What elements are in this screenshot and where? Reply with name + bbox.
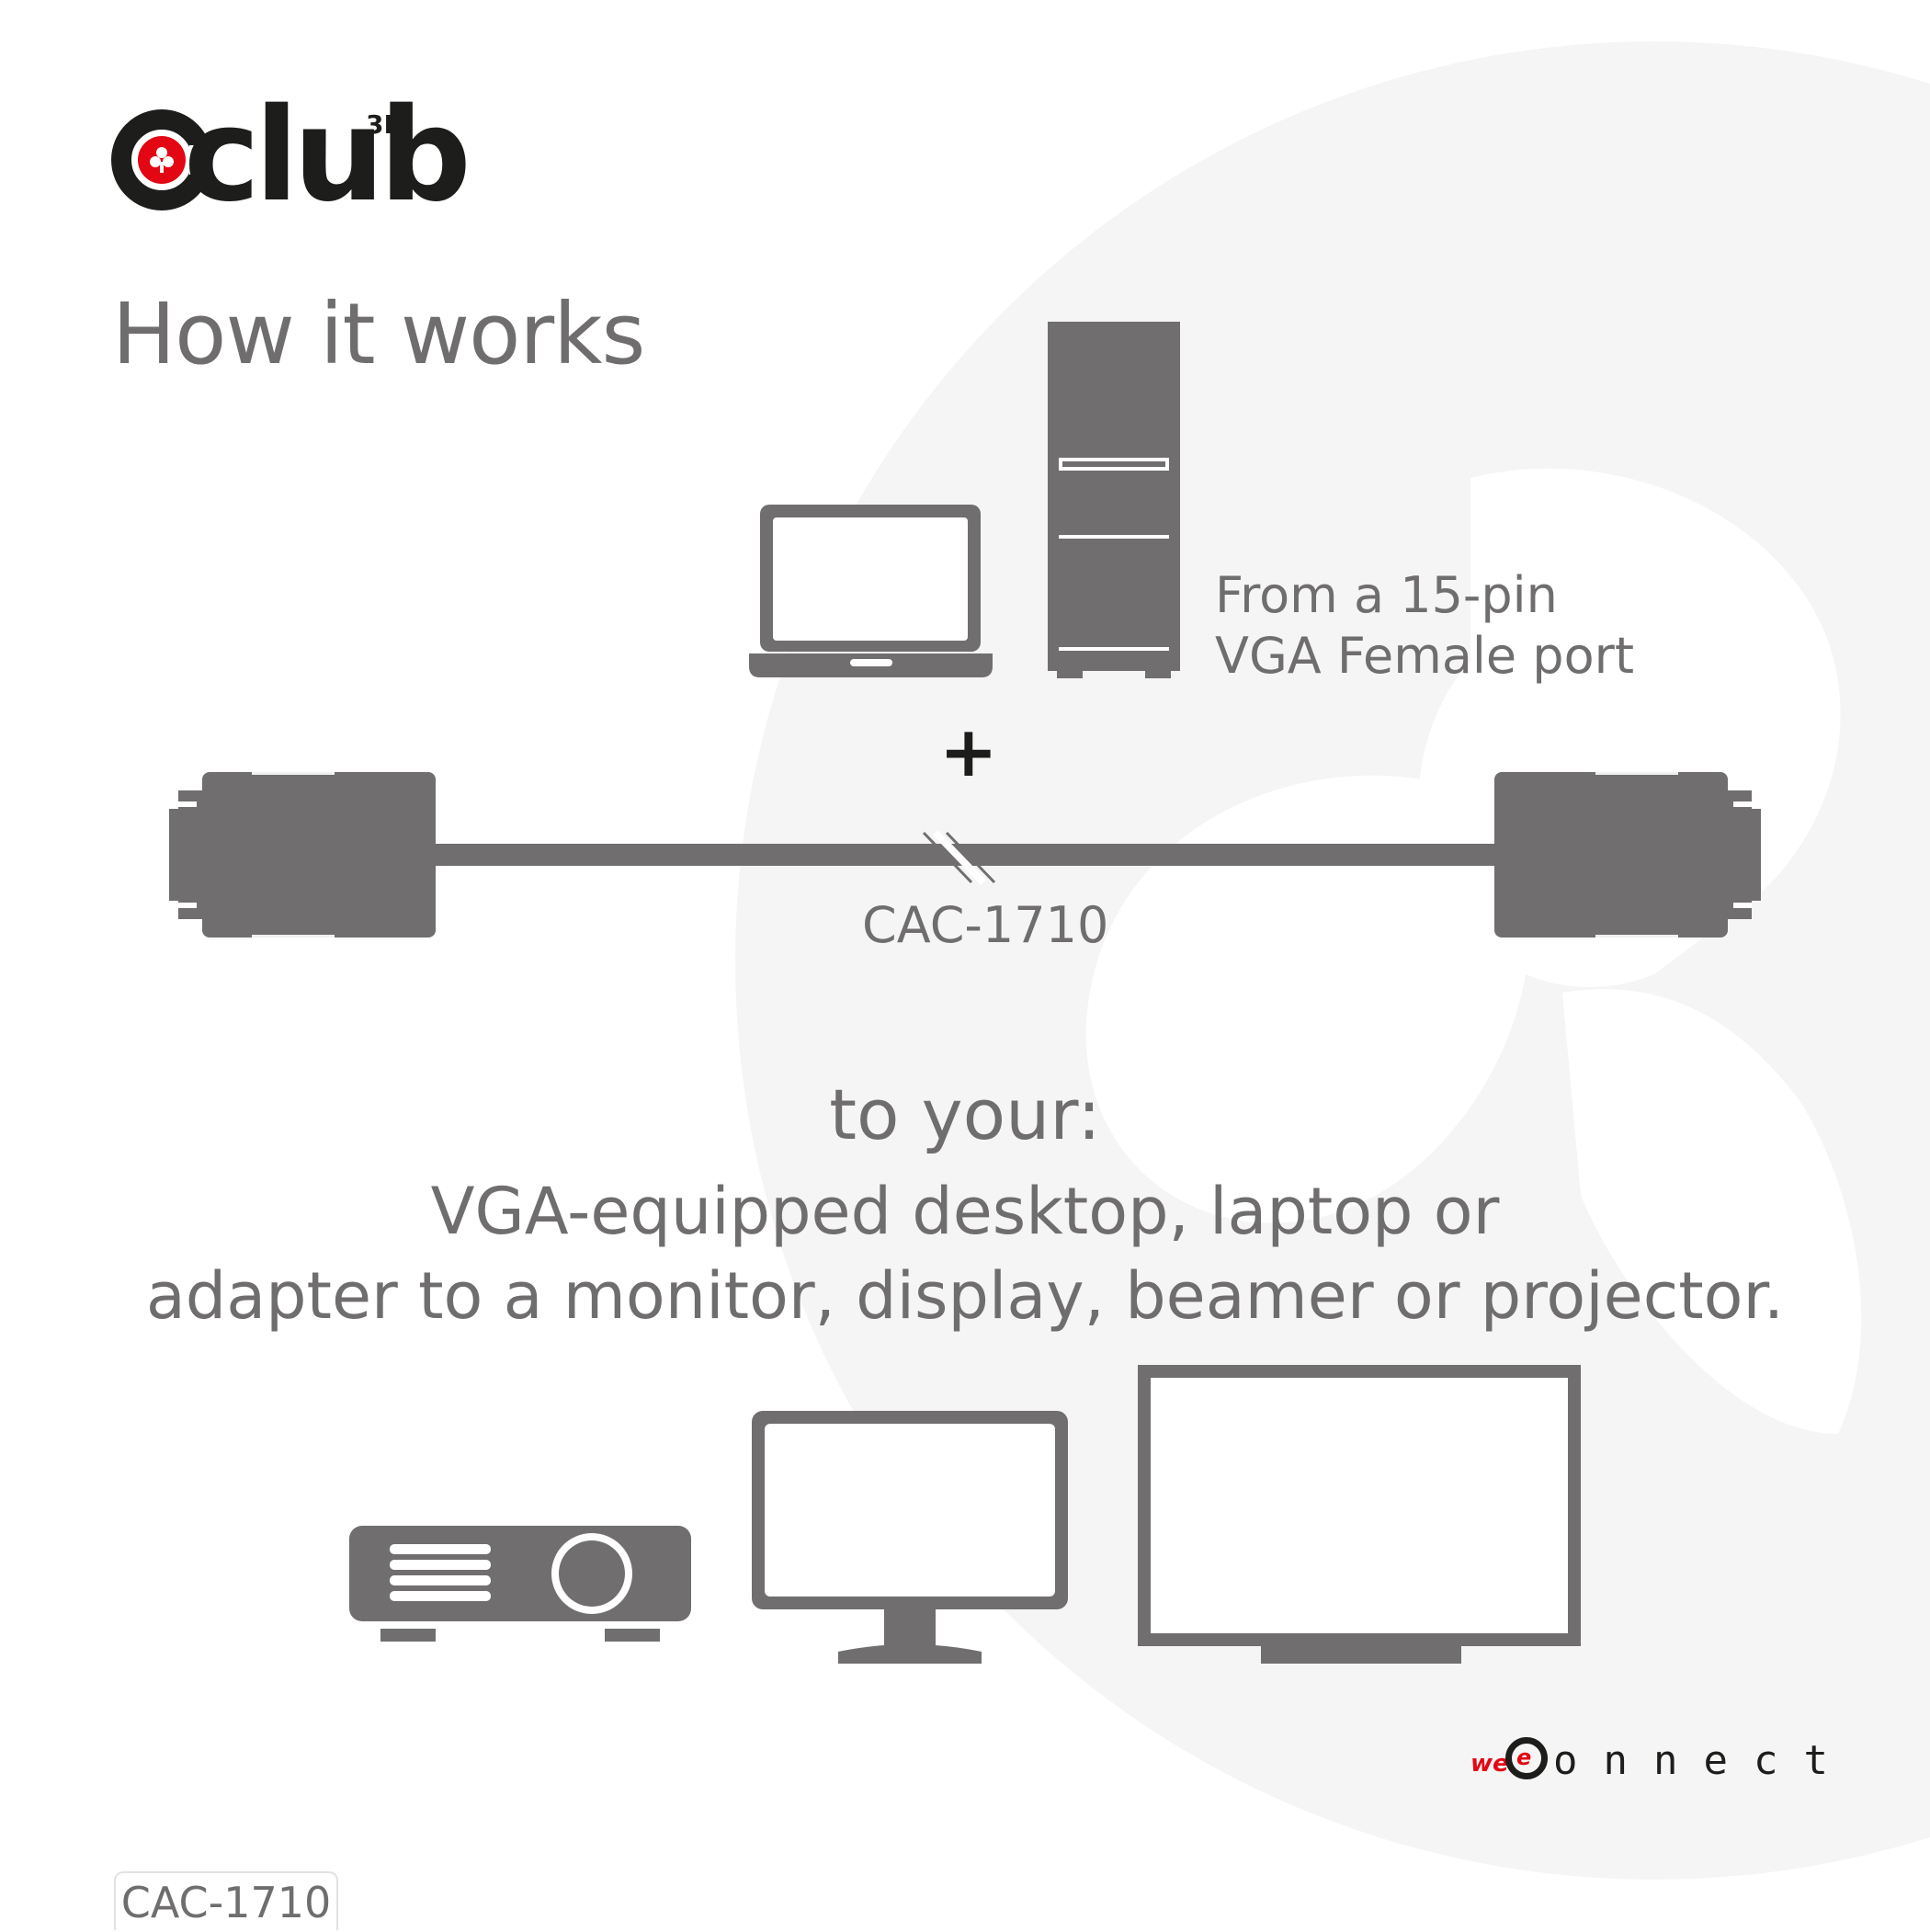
vga-connector-icon	[169, 772, 436, 938]
monitor-icon	[752, 1411, 1068, 1664]
weconnect-wordmark: onnect	[1553, 1737, 1854, 1784]
desktop-tower-icon	[1048, 322, 1180, 678]
page-title: How it works	[112, 285, 645, 383]
target-line-1: VGA-equipped desktop, laptop or	[430, 1174, 1500, 1249]
vga-connector-icon-right	[1494, 772, 1761, 938]
weconnect-c-inner: e	[1516, 1744, 1532, 1770]
target-description: VGA-equipped desktop, laptop or adapter …	[0, 1169, 1930, 1338]
target-line-2: adapter to a monitor, display, beamer or…	[145, 1258, 1785, 1334]
sku-tab: CAC-1710	[114, 1871, 338, 1930]
projector-icon	[349, 1526, 691, 1642]
vga-cable-diagram	[169, 772, 1761, 938]
tv-icon	[1138, 1365, 1581, 1664]
plus-sign: +	[939, 710, 998, 792]
logo-superscript: 3D	[366, 109, 405, 140]
logo-wordmark: club	[184, 81, 471, 231]
source-line-1: From a 15-pin	[1215, 566, 1558, 624]
source-line-2: VGA Female port	[1215, 627, 1634, 685]
target-intro: to your:	[829, 1074, 1101, 1155]
club-logo-c-icon	[111, 109, 221, 210]
laptop-icon	[749, 505, 993, 677]
source-description: From a 15-pin VGA Female port	[1215, 565, 1634, 687]
weconnect-prefix: we	[1470, 1750, 1509, 1778]
cable-model-label: CAC-1710	[862, 896, 1109, 954]
weconnect-c-icon	[1505, 1737, 1548, 1779]
